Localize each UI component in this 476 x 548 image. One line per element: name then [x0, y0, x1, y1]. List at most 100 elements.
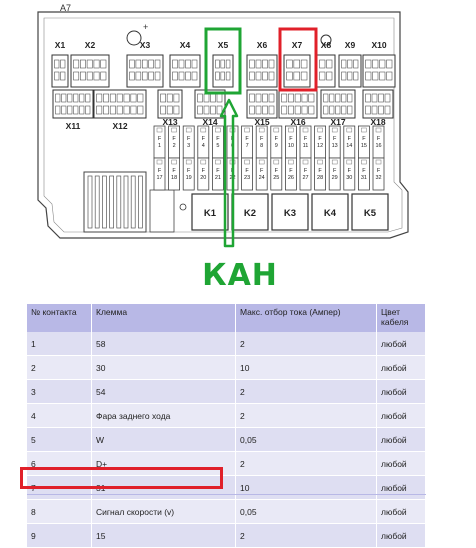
- cell-terminal: D+: [91, 451, 236, 476]
- table-bottom-line: [27, 494, 426, 495]
- pin: [341, 59, 347, 69]
- pin: [378, 93, 384, 103]
- cell-terminal: 15: [91, 523, 236, 548]
- connector-label-top: X7: [292, 40, 303, 50]
- fuse-letter: F: [260, 136, 264, 142]
- pin: [353, 59, 359, 69]
- fuse-number: 12: [317, 143, 323, 149]
- fuse-terminal: [317, 127, 323, 133]
- x7-highlight-box: [278, 27, 318, 92]
- fuse-slot: [182, 157, 195, 191]
- fuse-letter: F: [202, 168, 206, 174]
- fuse-terminal: [331, 159, 338, 165]
- pin: [178, 59, 185, 69]
- pin: [100, 71, 107, 81]
- pin: [73, 93, 79, 103]
- fuse-letter: F: [304, 168, 308, 174]
- connector-top: [126, 54, 164, 88]
- pin: [191, 59, 198, 69]
- fuse-terminal: [171, 159, 177, 165]
- pin: [67, 105, 73, 115]
- pin: [216, 105, 223, 115]
- cell-color: любой: [376, 523, 426, 548]
- cell-contact: 1: [27, 332, 92, 356]
- fuse-letter: F: [362, 168, 366, 174]
- table-header-row: № контакта Клемма Макс. отбор тока (Ампе…: [27, 304, 426, 332]
- pin: [268, 93, 275, 103]
- connector-label-bottom: X16: [290, 117, 305, 127]
- fuse-number: 20: [200, 175, 206, 181]
- fuse-slot: [182, 125, 195, 159]
- mounting-hole-small: [179, 203, 187, 211]
- fuse-letter: F: [333, 136, 337, 142]
- fuse-terminal: [200, 159, 207, 165]
- fuse-number: 1: [158, 143, 161, 149]
- connector-top: [169, 54, 201, 88]
- pin: [123, 93, 130, 103]
- pin: [294, 93, 301, 103]
- cell-color: любой: [376, 427, 426, 452]
- pinout-table: № контакта Клемма Макс. отбор тока (Ампе…: [27, 304, 426, 548]
- connector-label-top: X8: [321, 40, 332, 50]
- pin: [379, 59, 386, 69]
- fuse-slot: [241, 125, 254, 159]
- pin: [281, 93, 288, 103]
- fuse-letter: F: [377, 168, 381, 174]
- top-connectors: [51, 54, 396, 88]
- connector-label-top: X10: [371, 40, 386, 50]
- fuse-terminal: [346, 127, 353, 133]
- cell-current: 0,05: [235, 427, 377, 452]
- pin: [347, 93, 353, 103]
- connector-label-top: X9: [345, 40, 356, 50]
- cell-contact: 6: [27, 451, 92, 476]
- pin: [166, 105, 173, 115]
- green-arrow: [219, 98, 239, 248]
- col-cable-color: Цвет кабеля: [376, 304, 426, 332]
- pin: [287, 105, 294, 115]
- connector-bottom: [246, 89, 278, 119]
- pin: [365, 71, 372, 81]
- col-max-current: Макс. отбор тока (Ампер): [235, 304, 377, 332]
- pin: [308, 105, 315, 115]
- fuse-letter: F: [289, 136, 293, 142]
- fuse-slot: [153, 157, 166, 191]
- pin: [203, 105, 210, 115]
- pin: [135, 71, 142, 81]
- pin: [85, 105, 91, 115]
- pin: [300, 71, 308, 81]
- connector-bottom: [278, 89, 318, 119]
- pin: [80, 59, 86, 69]
- cell-color: любой: [376, 451, 426, 476]
- relay-label: K4: [324, 208, 337, 219]
- cell-color: любой: [376, 475, 426, 500]
- cell-contact: 4: [27, 403, 92, 428]
- fuse-letter: F: [172, 136, 176, 142]
- pin: [323, 105, 329, 115]
- pin: [73, 71, 80, 81]
- cell-terminal: 30: [91, 355, 236, 380]
- fuse-number: 31: [361, 175, 367, 181]
- fuse-terminal: [171, 127, 177, 133]
- pin: [96, 93, 103, 103]
- fuse-letter: F: [275, 168, 279, 174]
- fuse-terminal: [258, 127, 265, 133]
- fuse-terminal: [361, 127, 367, 133]
- pin: [365, 59, 372, 69]
- fuse-slot: [153, 125, 166, 159]
- fuse-terminal: [258, 159, 265, 165]
- fuse-terminal: [302, 127, 309, 133]
- pin: [116, 93, 123, 103]
- fuse-terminal: [273, 159, 280, 165]
- pin: [249, 59, 255, 69]
- pin: [365, 93, 371, 103]
- row-9-highlight-box: [20, 467, 223, 489]
- fuse-letter: F: [275, 136, 279, 142]
- bottom-connectors: [52, 89, 394, 119]
- slot: [116, 175, 122, 229]
